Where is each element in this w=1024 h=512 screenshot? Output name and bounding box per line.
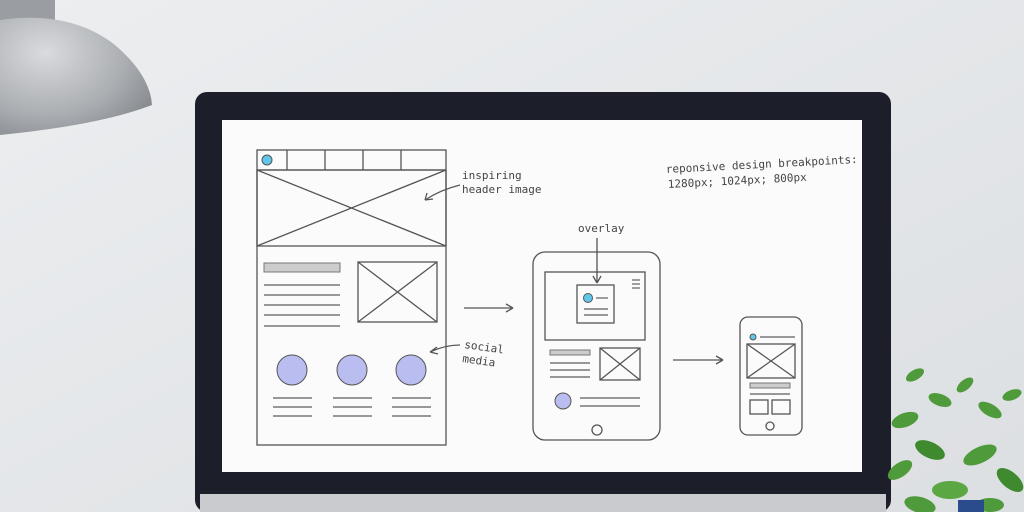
- screen: [222, 120, 862, 472]
- arrow-right-icon: [464, 303, 514, 313]
- social-media-icons: [276, 354, 427, 386]
- desk-lamp: [0, 0, 152, 135]
- annotation-header-1: inspiring: [462, 169, 522, 182]
- plant: [887, 368, 1024, 512]
- home-button-icon: [591, 424, 603, 436]
- phone-wireframe: [739, 316, 803, 436]
- annotation-social-2: media: [462, 352, 497, 369]
- overlay-card: [576, 284, 615, 324]
- arrow-icon: [424, 184, 461, 201]
- arrow-down-icon: [592, 238, 602, 284]
- annotation-social-1: social: [464, 338, 505, 356]
- header-image-placeholder: [256, 169, 447, 247]
- arrow-right-icon: [673, 355, 724, 365]
- annotation-overlay: overlay: [578, 222, 625, 235]
- logo-icon: [261, 154, 273, 166]
- image-placeholder: [357, 261, 438, 323]
- monitor: [195, 92, 891, 512]
- annotation-header-2: header image: [462, 183, 541, 196]
- desktop-wireframe: [256, 149, 447, 446]
- arrow-icon: [429, 344, 461, 355]
